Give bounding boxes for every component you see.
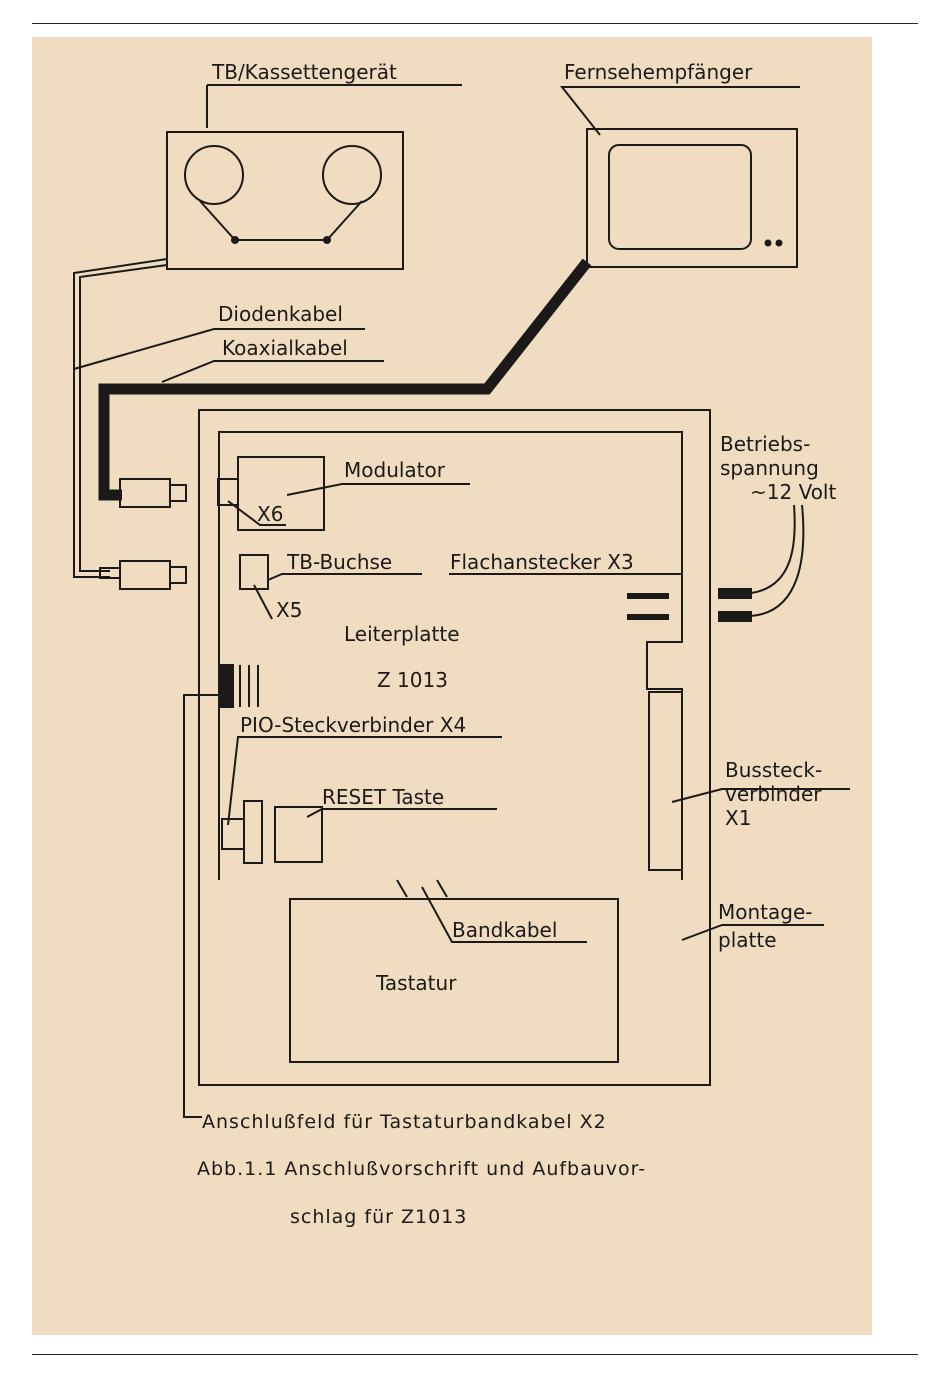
reset-key (274, 806, 323, 863)
coax-plug (119, 478, 187, 508)
reset-key-label: RESET Taste (322, 785, 444, 809)
keyboard-terminal-label: Anschlußfeld für Tastaturbandkabel X2 (202, 1111, 607, 1133)
ribbon-2 (436, 879, 448, 898)
z1013-label: Z 1013 (377, 668, 448, 692)
bus-connector-label-3: X1 (725, 806, 751, 830)
operating-voltage-label-1: Betriebs- (720, 432, 810, 456)
reset-part-1 (243, 800, 263, 864)
x6-socket (217, 478, 239, 506)
bus-connector-x1 (648, 691, 683, 871)
x6-label: X6 (257, 502, 283, 526)
top-rule (32, 23, 918, 24)
coax-cable-label: Koaxialkabel (222, 336, 348, 360)
tape-device (166, 131, 404, 270)
mounting-plate-label-1: Montage- (718, 900, 812, 924)
tb-socket-label: TB-Buchse (286, 550, 392, 574)
scanned-page: TB/Kassettengerät Fernsehempfänger Diode… (32, 37, 872, 1335)
circuit-board-label: Leiterplatte (344, 622, 460, 646)
bottom-rule (32, 1354, 918, 1355)
bus-connector-label-2: verbinder (725, 782, 822, 806)
operating-voltage-label-2: spannung (720, 456, 819, 480)
tape-device-label: TB/Kassettengerät (211, 60, 397, 84)
x6-leader (227, 500, 286, 526)
ribbon-cable-label: Bandkabel (452, 918, 557, 942)
diode-plug (99, 560, 187, 590)
diode-cable-2 (79, 264, 168, 572)
x5-label: X5 (276, 598, 302, 622)
flat-connector-label: Flachanstecker X3 (450, 550, 634, 574)
supply-wire-2 (750, 504, 805, 617)
pio-connector-label: PIO-Steckverbinder X4 (240, 713, 466, 737)
flat-pin-1 (627, 593, 669, 599)
modulator-leader (286, 483, 470, 496)
modulator-label: Modulator (344, 458, 446, 482)
bus-leader (671, 788, 850, 803)
tb-socket (239, 554, 269, 590)
coax-leader (161, 360, 384, 383)
tb-socket-leader (267, 573, 422, 581)
coax-cable (98, 258, 592, 501)
caption-line-1: Abb.1.1 Anschlußvorschrift und Aufbauvor… (197, 1158, 646, 1180)
supply-wire-1 (750, 504, 796, 594)
reset-part-2 (221, 818, 245, 850)
z1013-connection-diagram: TB/Kassettengerät Fernsehempfänger Diode… (73, 60, 850, 1228)
bus-connector-label-1: Bussteck- (725, 758, 822, 782)
ribbon-1 (396, 879, 408, 898)
supply-pin-2 (718, 611, 752, 622)
flat-pin-2 (627, 614, 669, 620)
diode-cable-label: Diodenkabel (218, 302, 343, 326)
mounting-plate (198, 409, 711, 1086)
diode-cable (73, 258, 168, 578)
operating-voltage-label-3: ~12 Volt (750, 480, 836, 504)
pio-connector-block (219, 664, 234, 708)
tv-receiver-label: Fernsehempfänger (564, 60, 753, 84)
caption-line-2: schlag für Z1013 (290, 1206, 467, 1228)
diode-cable-leader (73, 328, 365, 370)
pio-leader (227, 736, 502, 826)
reset-leader (306, 808, 497, 818)
keyboard-terminal-line (183, 694, 220, 1118)
keyboard-box (289, 898, 619, 1063)
tv-leader (559, 86, 800, 136)
mounting-leader (681, 924, 824, 941)
circuit-board (218, 431, 683, 880)
x5-leader (253, 584, 273, 620)
mounting-plate-label-2: platte (718, 928, 777, 952)
keyboard-label: Tastatur (375, 971, 457, 995)
ribbon-leader (421, 886, 587, 943)
tv-receiver (586, 128, 798, 268)
supply-pin-1 (718, 588, 752, 599)
